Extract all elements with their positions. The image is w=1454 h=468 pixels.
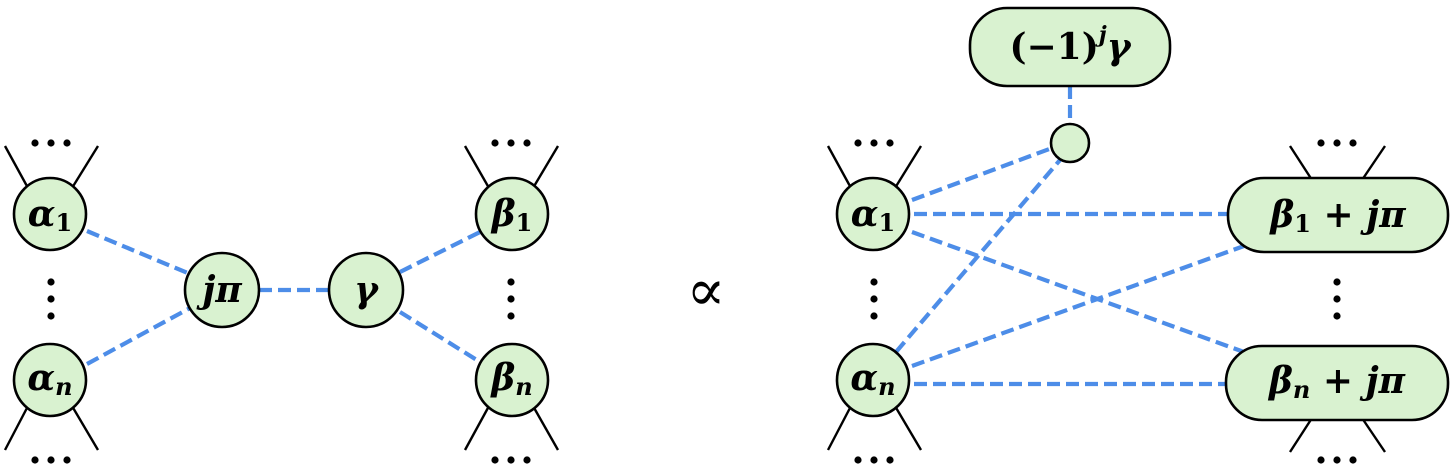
proportional-symbol: ∝ — [686, 256, 725, 324]
rhs-vdots-beta — [1333, 278, 1341, 320]
svg-text:α1: α1 — [28, 193, 72, 237]
node-phase: (−1)jγ — [968, 6, 1172, 88]
svg-text:jπ: jπ — [196, 269, 242, 311]
beta1-legs — [463, 145, 560, 189]
ellipsis-top-left — [31, 139, 71, 147]
node-beta-n: βn — [474, 342, 550, 418]
wire-alphan-phase — [894, 158, 1062, 354]
vdots-alpha — [47, 278, 55, 320]
rhs-betan-legs — [1288, 417, 1386, 453]
wire-alphan-beta1 — [911, 244, 1245, 368]
wire-alpha1-phase — [911, 146, 1053, 202]
node-alpha-n: αn — [12, 342, 88, 418]
rhs-diagram: (−1)jγ α1 αn β1 + jπ βn + jπ — [826, 6, 1450, 464]
vdots-beta — [507, 278, 515, 320]
ellipsis-bottom-left — [31, 456, 71, 464]
node-gamma: γ — [327, 251, 405, 329]
rhs-ellipsis-top-alpha — [854, 139, 894, 147]
wire-alpha1-betan — [911, 230, 1245, 354]
wire-gamma-betan — [398, 310, 482, 364]
svg-text:αn: αn — [850, 357, 895, 401]
lhs-diagram: α1 αn jπ γ β1 βn — [3, 139, 560, 464]
node-alpha-1: α1 — [12, 176, 88, 252]
rhs-ellipsis-bottom-alpha — [854, 456, 894, 464]
ellipsis-top-beta — [491, 139, 531, 147]
ellipsis-bottom-beta — [491, 456, 531, 464]
wire-gamma-beta1 — [399, 230, 481, 274]
svg-text:βn: βn — [489, 357, 532, 401]
svg-text:(−1)jγ: (−1)jγ — [1009, 22, 1132, 68]
alphan-legs — [3, 405, 100, 451]
node-beta-1: β1 — [474, 176, 550, 252]
node-j-pi: jπ — [183, 251, 261, 329]
node-small-spider — [1049, 122, 1091, 164]
wire-alpha1-jpi — [86, 229, 191, 276]
svg-text:βn + jπ: βn + jπ — [1267, 360, 1406, 404]
rhs-node-beta-n: βn + jπ — [1224, 344, 1450, 422]
svg-text:β1 + jπ: β1 + jπ — [1268, 194, 1406, 238]
rhs-beta1-legs — [1288, 145, 1386, 181]
rhs-ellipsis-bottom-beta — [1317, 456, 1357, 464]
rhs-node-alpha-1: α1 — [835, 176, 911, 252]
svg-text:αn: αn — [27, 357, 72, 401]
rhs-vdots-alpha — [870, 278, 878, 320]
rhs-node-beta-1: β1 + jπ — [1226, 176, 1450, 254]
svg-text:α1: α1 — [851, 193, 895, 237]
alpha1-legs — [3, 145, 100, 189]
rhs-alpha1-legs — [826, 145, 923, 189]
rhs-node-alpha-n: αn — [835, 342, 911, 418]
rhs-ellipsis-top-beta — [1317, 139, 1357, 147]
wire-alphan-jpi — [85, 306, 192, 366]
svg-text:γ: γ — [354, 269, 380, 311]
betan-legs — [463, 405, 560, 451]
svg-text:β1: β1 — [490, 193, 533, 237]
rhs-alphan-legs — [826, 405, 923, 451]
